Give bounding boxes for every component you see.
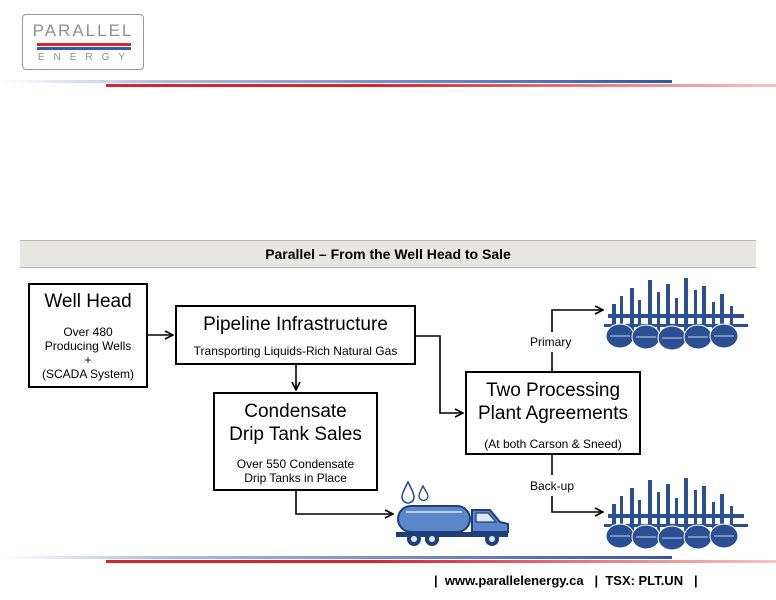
processing-box: Two Processing Plant Agreements (At both… — [465, 371, 641, 455]
footer-stripe-blue — [0, 556, 672, 559]
processing-plant-icon — [604, 478, 748, 551]
arrow-pipeline-to-processing — [416, 335, 463, 413]
logo-wordmark-top: PARALLEL — [32, 21, 134, 40]
condensate-line-2: Drip Tanks in Place — [244, 471, 347, 485]
processing-title-line-1: Two Processing — [485, 380, 621, 401]
well-head-line-1: Over 480 — [63, 325, 113, 339]
pipeline-box: Pipeline Infrastructure Transporting Liq… — [175, 305, 416, 365]
processing-plant-icon — [604, 278, 748, 351]
footer-separator: | — [434, 573, 438, 588]
header-stripe-blue — [0, 80, 672, 83]
logo-blue-bar — [37, 47, 131, 50]
well-head-line-2: Producing Wells — [44, 339, 132, 353]
well-head-line-3: + — [84, 353, 92, 367]
well-head-box: Well Head Over 480 Producing Wells + (SC… — [28, 283, 148, 388]
stock-ticker: TSX: PLT.UN — [605, 573, 684, 588]
arrow-condensate-to-truck — [295, 491, 393, 514]
logo-red-bar — [37, 43, 131, 46]
processing-title-line-2: Plant Agreements — [478, 403, 628, 424]
footer-separator: | — [693, 573, 698, 588]
processing-subtitle: (At both Carson & Sneed) — [484, 437, 622, 451]
tanker-truck-icon — [396, 480, 509, 546]
well-head-title: Well Head — [44, 291, 132, 312]
footer-stripe-red — [106, 560, 776, 563]
well-head-line-4: (SCADA System) — [41, 367, 134, 381]
arrow-backup-down — [551, 496, 603, 512]
pipeline-subtitle: Transporting Liquids-Rich Natural Gas — [193, 344, 398, 358]
condensate-title-line-1: Condensate — [244, 401, 347, 422]
header-stripe-red — [106, 84, 776, 87]
website-link[interactable]: www.parallelenergy.ca — [444, 573, 584, 588]
pipeline-title: Pipeline Infrastructure — [203, 314, 388, 335]
arrow-primary-up — [551, 310, 603, 332]
condensate-box: Condensate Drip Tank Sales Over 550 Cond… — [213, 392, 378, 491]
company-logo: PARALLEL ENERGY — [22, 14, 144, 70]
backup-label: Back-up — [530, 479, 575, 493]
footer-separator: | — [594, 573, 599, 588]
logo-wordmark-bottom: ENERGY — [37, 52, 135, 63]
diagram-title: Parallel – From the Well Head to Sale — [20, 240, 756, 268]
condensate-line-1: Over 550 Condensate — [236, 457, 355, 471]
condensate-title-line-2: Drip Tank Sales — [229, 424, 362, 445]
primary-label: Primary — [530, 335, 572, 349]
footer: | www.parallelenergy.ca | TSX: PLT.UN | — [434, 573, 698, 588]
